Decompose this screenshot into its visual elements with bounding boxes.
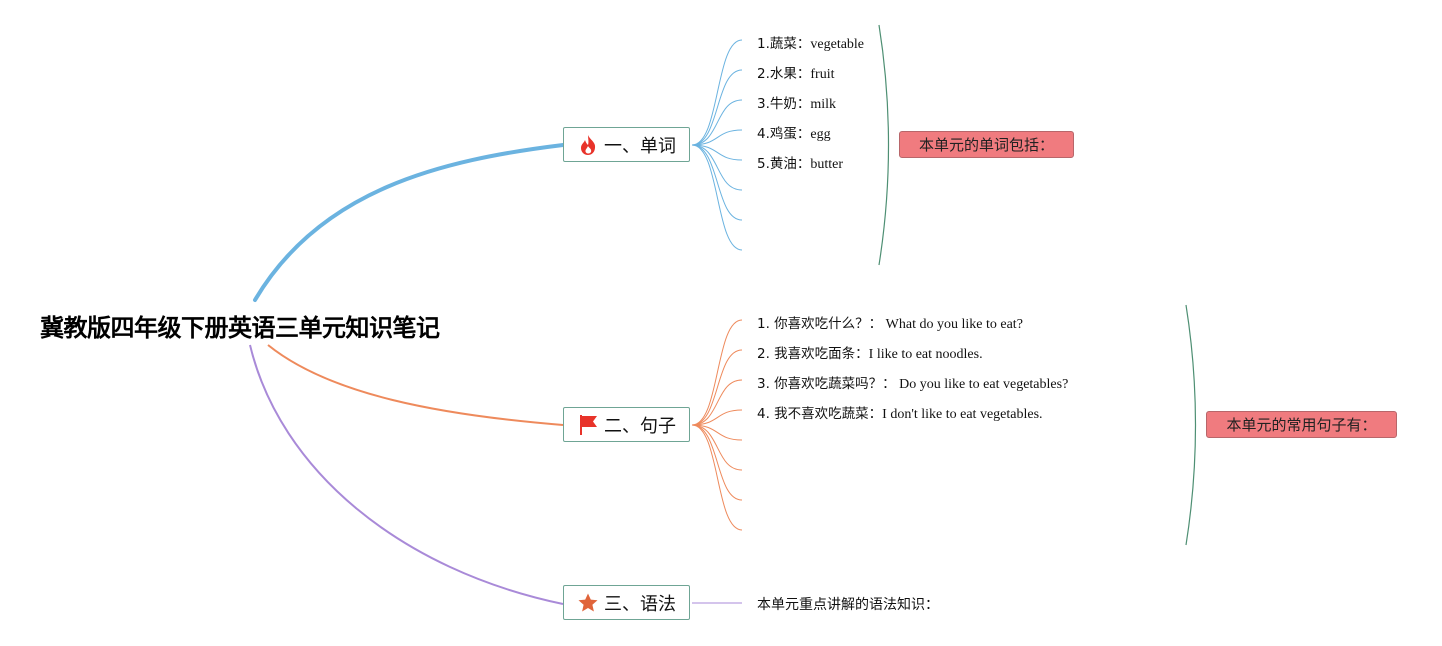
- vocab-item[interactable]: 4.鸡蛋：egg: [757, 126, 831, 142]
- summary-sentences[interactable]: 本单元的常用句子有：: [1206, 411, 1397, 438]
- summary-vocabulary[interactable]: 本单元的单词包括：: [899, 131, 1074, 158]
- branch2-leaf-connectors: [691, 319, 743, 531]
- connector-central-to-branch2: [267, 344, 564, 426]
- fire-icon: [577, 134, 599, 156]
- grammar-item[interactable]: 本单元重点讲解的语法知识：: [757, 597, 939, 613]
- connector-central-to-branch1: [253, 143, 565, 302]
- vocab-item[interactable]: 3.牛奶：milk: [757, 96, 837, 112]
- branch-grammar[interactable]: 三、语法: [563, 585, 690, 620]
- central-topic[interactable]: 冀教版四年级下册英语三单元知识笔记: [40, 314, 440, 342]
- vocab-item[interactable]: 2.水果：fruit: [757, 66, 835, 82]
- branch-vocabulary[interactable]: 一、单词: [563, 127, 690, 162]
- summary-bracket-1: [878, 24, 890, 266]
- sentence-item[interactable]: 4. 我不喜欢吃蔬菜：I don't like to eat vegetable…: [757, 406, 1043, 422]
- flag-icon: [577, 414, 599, 436]
- sentence-item[interactable]: 2. 我喜欢吃面条：I like to eat noodles.: [757, 346, 983, 362]
- sentence-item[interactable]: 1. 你喜欢吃什么？： What do you like to eat?: [757, 316, 1023, 332]
- star-icon: [577, 592, 599, 614]
- branch-label: 一、单词: [604, 135, 676, 157]
- connector-central-to-branch3: [249, 344, 564, 605]
- branch-sentences[interactable]: 二、句子: [563, 407, 690, 442]
- vocab-item[interactable]: 1.蔬菜：vegetable: [757, 36, 865, 52]
- branch1-leaf-connectors: [691, 39, 743, 251]
- branch-label: 二、句子: [604, 415, 676, 437]
- branch-label: 三、语法: [604, 593, 676, 615]
- summary-bracket-2: [1185, 304, 1197, 546]
- sentence-item[interactable]: 3. 你喜欢吃蔬菜吗？： Do you like to eat vegetabl…: [757, 376, 1069, 392]
- vocab-item[interactable]: 5.黄油：butter: [757, 156, 844, 172]
